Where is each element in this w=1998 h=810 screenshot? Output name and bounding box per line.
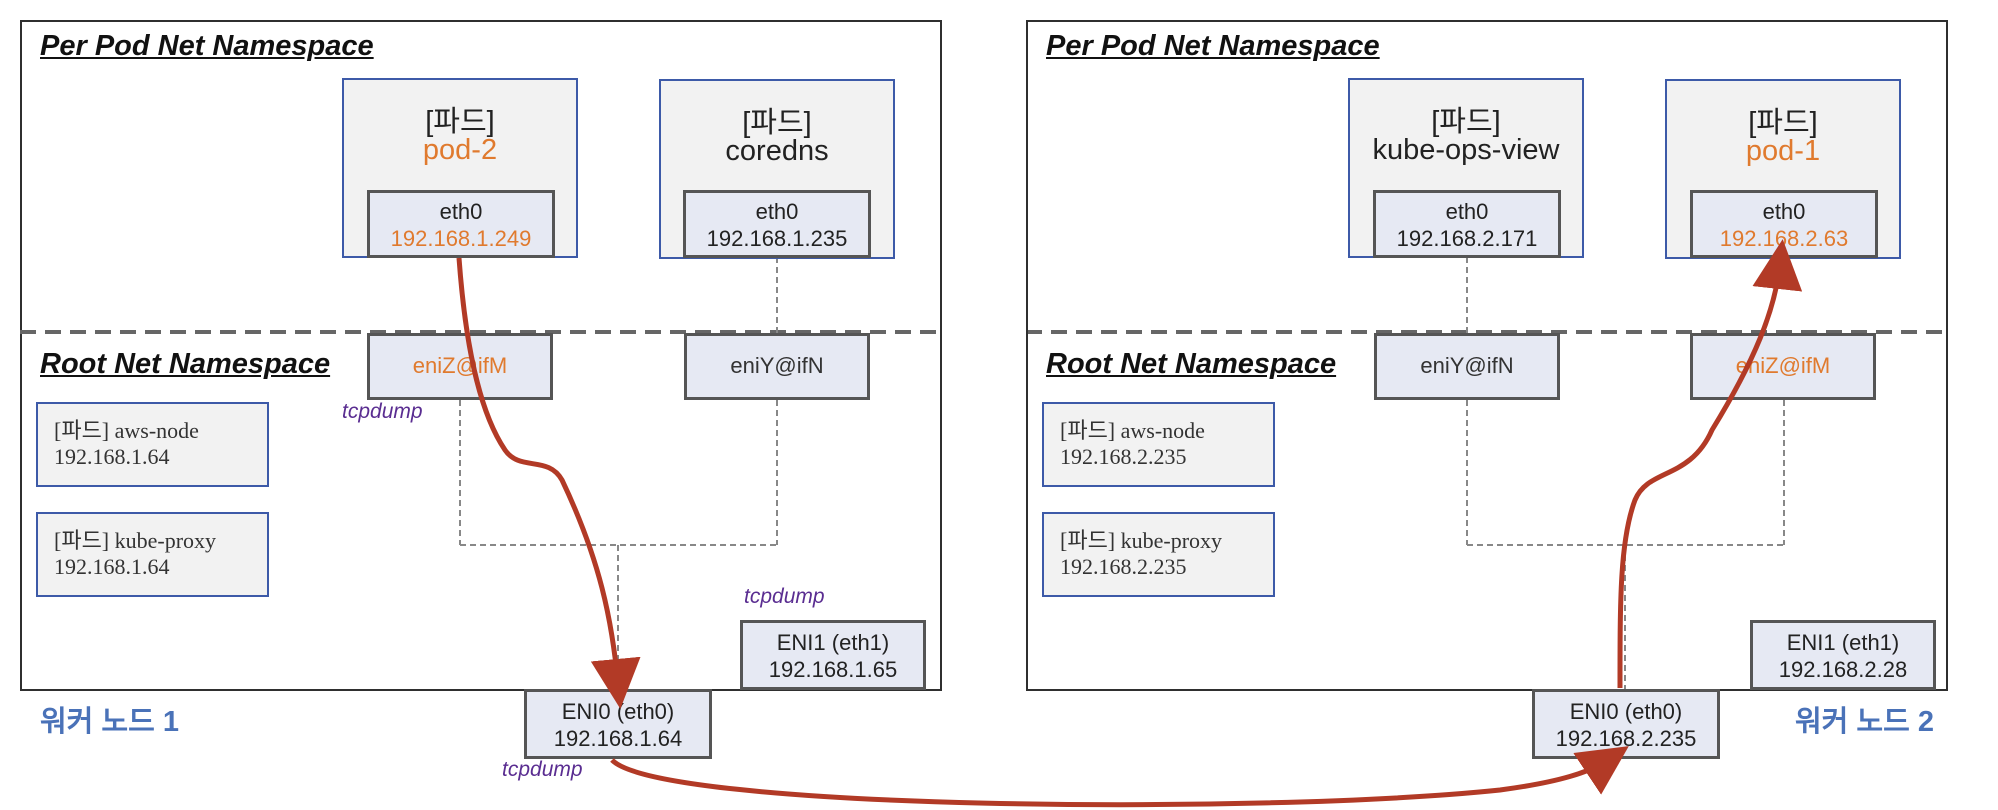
tcpdump-label: tcpdump bbox=[744, 585, 825, 608]
iface-name: eth0 bbox=[439, 199, 483, 224]
system-pod-kube-proxy[interactable]: [파드] kube-proxy 192.168.2.235 bbox=[1042, 512, 1275, 597]
eni1-box[interactable]: ENI1 (eth1) 192.168.2.28 bbox=[1750, 620, 1936, 690]
ip-address: 192.168.2.171 bbox=[1396, 226, 1538, 251]
flow-arrow-eni0-to-pod1 bbox=[1617, 239, 1803, 689]
pod-tag: [파드] bbox=[742, 107, 812, 139]
iface-name: eth0 bbox=[1445, 199, 1489, 224]
pod-eth0-box[interactable]: eth0 192.168.1.249 bbox=[367, 190, 555, 258]
pod-name: kube-ops-view bbox=[1372, 134, 1560, 166]
iface-name: eth0 bbox=[755, 199, 799, 224]
system-pod-label: [파드] kube-proxy bbox=[1060, 528, 1223, 553]
eni-label: ENI1 (eth1) bbox=[776, 630, 890, 655]
system-pod-label: [파드] kube-proxy bbox=[54, 528, 217, 553]
system-pod-ip: 192.168.2.235 bbox=[1060, 444, 1187, 469]
pod-eth0-box[interactable]: eth0 192.168.1.235 bbox=[683, 190, 871, 258]
system-pod-ip: 192.168.2.235 bbox=[1060, 554, 1187, 579]
tcpdump-label: tcpdump bbox=[502, 758, 583, 781]
root-namespace-label: Root Net Namespace bbox=[40, 348, 331, 380]
eni-ip: 192.168.1.65 bbox=[768, 657, 898, 682]
worker-node-label: 워커 노드 2 bbox=[1795, 706, 1934, 738]
system-pod-label: [파드] aws-node bbox=[1060, 418, 1205, 443]
eni-ip: 192.168.2.28 bbox=[1778, 657, 1908, 682]
pod-name: pod-1 bbox=[1745, 135, 1821, 167]
flow-arrow-pod2-to-eni0 bbox=[456, 257, 641, 709]
flow-arrow-eni0-to-eni0 bbox=[610, 746, 1629, 808]
eni-ip: 192.168.1.64 bbox=[553, 726, 683, 751]
iface-name: eth0 bbox=[1762, 199, 1806, 224]
pod-name: coredns bbox=[725, 135, 829, 167]
system-pod-aws-node[interactable]: [파드] aws-node 192.168.1.64 bbox=[36, 402, 269, 487]
system-pod-label: [파드] aws-node bbox=[54, 418, 199, 443]
pod-namespace-label: Per Pod Net Namespace bbox=[40, 30, 374, 62]
tcpdump-label: tcpdump bbox=[342, 400, 423, 423]
pod-tag: [파드] bbox=[425, 106, 495, 138]
root-namespace-label: Root Net Namespace bbox=[1046, 348, 1337, 380]
veth-interface[interactable]: eniZ@ifM bbox=[367, 333, 553, 400]
pod-tag: [파드] bbox=[1748, 107, 1818, 139]
pod-namespace-label: Per Pod Net Namespace bbox=[1046, 30, 1380, 62]
veth-interface[interactable]: eniY@ifN bbox=[1374, 333, 1560, 400]
pod-eth0-box[interactable]: eth0 192.168.2.171 bbox=[1373, 190, 1561, 258]
ip-address: 192.168.1.249 bbox=[390, 226, 532, 251]
eni-label: ENI0 (eth0) bbox=[1569, 699, 1683, 724]
eni-label: ENI1 (eth1) bbox=[1786, 630, 1900, 655]
veth-interface[interactable]: eniY@ifN bbox=[684, 333, 870, 400]
system-pod-aws-node[interactable]: [파드] aws-node 192.168.2.235 bbox=[1042, 402, 1275, 487]
pod-name: pod-2 bbox=[422, 134, 498, 166]
worker-node-label: 워커 노드 1 bbox=[40, 706, 179, 738]
system-pod-ip: 192.168.1.64 bbox=[54, 444, 170, 469]
veth-connector-lines bbox=[1466, 257, 1785, 690]
system-pod-kube-proxy[interactable]: [파드] kube-proxy 192.168.1.64 bbox=[36, 512, 269, 597]
worker-node-2 bbox=[1026, 20, 1948, 691]
ip-address: 192.168.1.235 bbox=[706, 226, 848, 251]
veth-interface[interactable]: eniZ@ifM bbox=[1690, 333, 1876, 400]
eni1-box[interactable]: ENI1 (eth1) 192.168.1.65 bbox=[740, 620, 926, 690]
pod-tag: [파드] bbox=[1431, 106, 1501, 138]
system-pod-ip: 192.168.1.64 bbox=[54, 554, 170, 579]
